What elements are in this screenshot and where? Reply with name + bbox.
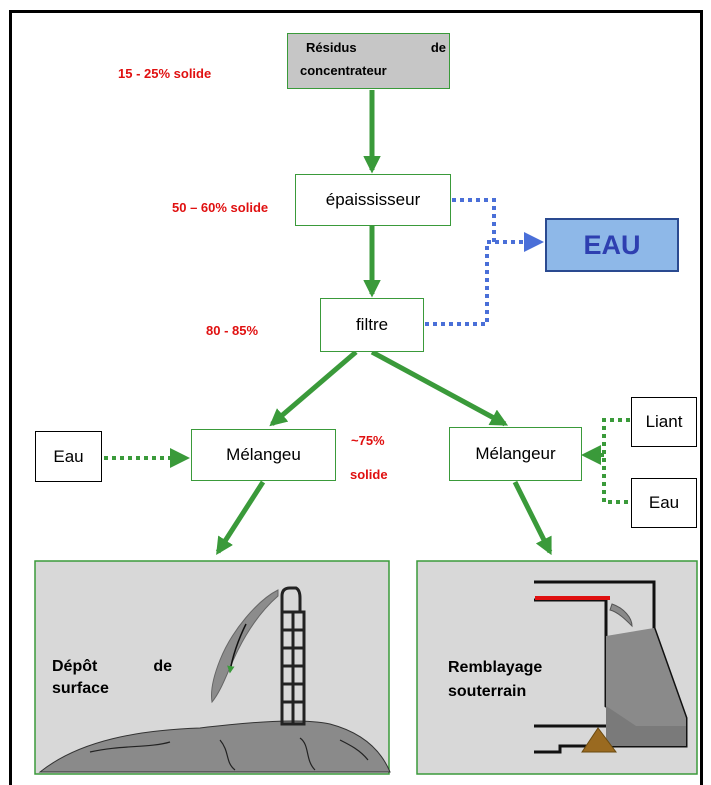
melangeur-left-box: Mélangeu <box>191 429 336 481</box>
eau-left-label: Eau <box>53 446 84 466</box>
underground-label-a: Remblayage <box>448 659 543 676</box>
underground-panel-label: Remblayage souterrain <box>448 656 542 704</box>
mound-crack-icon <box>89 737 369 771</box>
arrow-filtre-to-melangeur-right <box>370 349 509 427</box>
water-line-from-filtre <box>425 232 544 326</box>
surface-panel-label: Dépôt de surface <box>52 658 172 698</box>
note-50-60-solide: 50 – 60% solide <box>172 200 269 215</box>
epaississeur-label: épaississeur <box>325 190 421 209</box>
underground-label-b: souterrain <box>448 683 527 700</box>
surface-label-a: Dépôt <box>52 658 98 675</box>
residus-label-a: Résidus <box>306 40 357 55</box>
arrow-filtre-to-melangeur-left <box>269 350 358 427</box>
diagram-frame <box>9 10 703 785</box>
residus-label-b: de <box>430 40 446 55</box>
arrow-melangeur-left-to-surface <box>215 480 266 555</box>
dotted-liant-eau-bracket <box>602 418 630 504</box>
water-line-from-epaississeur <box>452 198 496 242</box>
melangeur-left-label: Mélangeu <box>226 445 301 464</box>
arrow-melangeur-right-to-underground <box>512 480 553 556</box>
fill-pour-stream-icon <box>609 603 633 628</box>
stope-fill-icon <box>606 628 686 746</box>
discharge-tower-icon <box>280 586 306 726</box>
residus-label-c: concentrateur <box>300 63 387 78</box>
eau-left-box: Eau <box>35 431 102 482</box>
note-15-25-solide: 15 - 25% solide <box>118 66 212 81</box>
note-75-solide: solide <box>350 467 388 482</box>
liant-label: Liant <box>645 412 683 431</box>
surface-label-c: surface <box>52 680 109 697</box>
eau-right-label: Eau <box>648 493 680 512</box>
eau-right-box: Eau <box>631 478 697 528</box>
melangeur-right-label: Mélangeur <box>475 444 556 463</box>
stream-arrow-icon <box>227 623 247 674</box>
stope-fill-lower <box>606 706 686 746</box>
note-75: ~75% <box>351 433 385 448</box>
filtre-label: filtre <box>355 315 389 334</box>
note-80-85: 80 - 85% <box>206 323 259 338</box>
pillar-icon <box>581 727 617 753</box>
melangeur-right-box: Mélangeur <box>449 427 582 481</box>
epaississeur-box: épaississeur <box>295 174 451 226</box>
eau-main-box: EAU <box>545 218 679 272</box>
surface-mound-icon <box>38 720 391 773</box>
liant-box: Liant <box>631 397 697 447</box>
eau-main-label: EAU <box>583 229 641 260</box>
residus-concentrateur-box: Résidus de concentrateur <box>287 33 450 89</box>
tailings-discharge-stream-icon <box>211 589 279 704</box>
surface-label-b: de <box>153 658 172 675</box>
filtre-box: filtre <box>320 298 424 352</box>
